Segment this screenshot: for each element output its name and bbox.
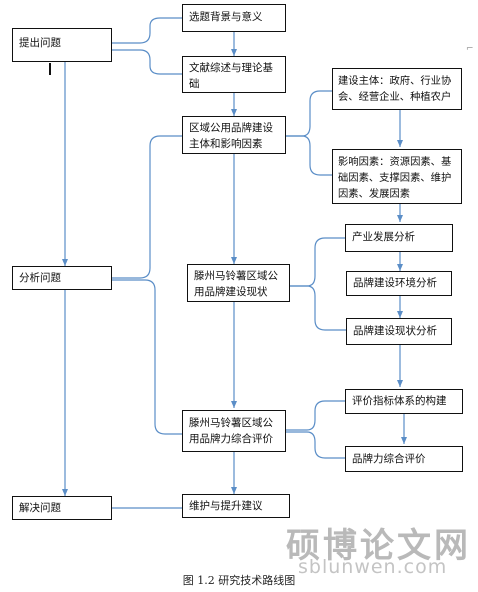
text-cursor — [49, 63, 51, 75]
box-topic-background: 选题背景与意义 — [182, 4, 286, 32]
watermark-url: sblunwen.com — [298, 556, 448, 578]
page-corner-mark: ⌐ — [466, 44, 474, 54]
box-index-system: 评价指标体系的构建 — [345, 389, 463, 414]
box-actors: 建设主体：政府、行业协会、经营企业、种植农户 — [332, 68, 462, 110]
box-solve-problem: 解决问题 — [12, 496, 112, 520]
watermark-logo: 硕博论文网 — [286, 526, 471, 566]
box-literature-review: 文献综述与理论基础 — [182, 56, 286, 93]
box-environment-analysis: 品牌建设环境分析 — [346, 271, 452, 296]
box-maintain-advice: 维护与提升建议 — [182, 494, 290, 518]
box-influence-factors: 影响因素：资源因素、基础因素、支撑因素、维护因素、发展因素 — [332, 149, 462, 204]
box-brand-power: 品牌力综合评价 — [345, 446, 463, 472]
box-status-analysis: 品牌建设现状分析 — [346, 318, 452, 345]
box-analyze-problem: 分析问题 — [12, 266, 112, 290]
box-subject-factors: 区域公用品牌建设主体和影响因素 — [182, 116, 286, 154]
box-comprehensive-evaluation: 滕州马铃薯区域公用品牌力综合评价 — [182, 410, 286, 452]
box-industry-analysis: 产业发展分析 — [345, 224, 453, 252]
figure-caption: 图 1.2 研究技术路线图 — [182, 574, 296, 587]
box-ask-problem: 提出问题 — [12, 28, 112, 62]
box-current-status: 滕州马铃薯区域公用品牌建设现状 — [187, 264, 290, 302]
